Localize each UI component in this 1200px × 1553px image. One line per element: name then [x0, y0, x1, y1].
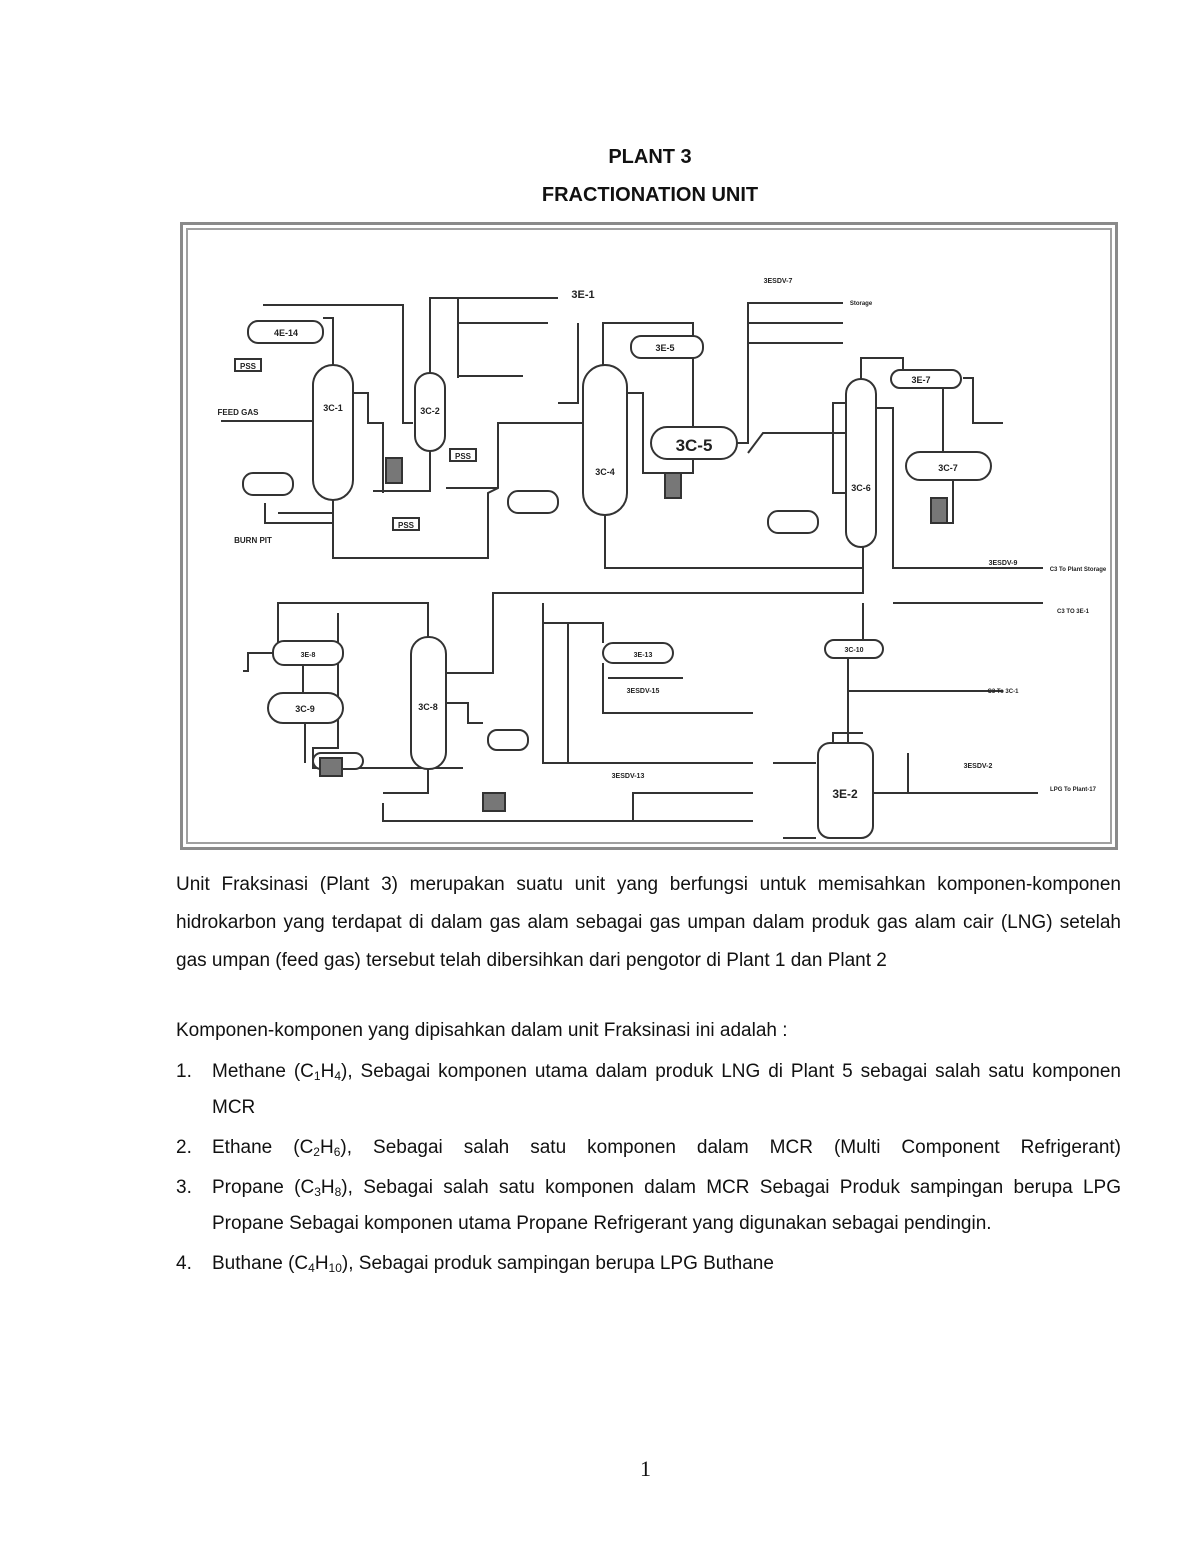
- label-feed-gas: FEED GAS: [218, 408, 260, 417]
- label-3esdv-7: 3ESDV-7: [764, 278, 793, 285]
- process-flow-diagram: 3C-1 3C-2 3C-4 3C-5 3C-6 3C-7 3C-8 3C-9 …: [180, 222, 1118, 850]
- item-text: ), Sebagai produk sampingan berupa LPG B…: [341, 1253, 774, 1274]
- label-c3-to-3c-1: C3 To 3C-1: [988, 689, 1020, 695]
- pumps: [319, 457, 948, 812]
- list-item-propane: 3. Propane (C3H8), Sebagai salah satu kom…: [176, 1170, 1121, 1242]
- label-3esdv-9: 3ESDV-9: [989, 560, 1018, 567]
- item-text: Buthane (C: [212, 1253, 309, 1274]
- item-text: H: [320, 1061, 335, 1082]
- label-4e-14: 4E-14: [274, 328, 298, 338]
- page-number: 1: [640, 1456, 651, 1481]
- label-3c-10: 3C-10: [844, 647, 863, 654]
- label-3c-4: 3C-4: [595, 467, 615, 477]
- label-3esdv-2: 3ESDV-2: [964, 763, 993, 770]
- label-c3-to-storage: C3 To Plant Storage: [1050, 567, 1107, 573]
- label-3c-2: 3C-2: [420, 406, 440, 416]
- label-3e-1: 3E-1: [571, 289, 594, 301]
- item-text: ), Sebagai salah satu komponen dalam MCR…: [340, 1137, 1121, 1158]
- label-3e-8: 3E-8: [301, 652, 316, 659]
- subscript: 2: [313, 1145, 320, 1159]
- label-3c-9: 3C-9: [295, 704, 315, 714]
- item-text: H: [314, 1253, 329, 1274]
- label-3c-6: 3C-6: [851, 483, 871, 493]
- label-3e-13: 3E-13: [634, 652, 653, 659]
- label-lpg-to-plant-17: LPG To Plant-17: [1050, 787, 1097, 793]
- item-number: 1.: [176, 1061, 192, 1082]
- label-3c-8: 3C-8: [418, 702, 438, 712]
- subscript: 8: [334, 1185, 342, 1199]
- label-3e-7: 3E-7: [911, 375, 930, 385]
- item-number: 4.: [176, 1253, 192, 1274]
- label-3c-7: 3C-7: [938, 463, 958, 473]
- component-list: 1.Methane (C1H4), Sebagai komponen utama…: [176, 1054, 1121, 1286]
- item-text: H: [319, 1137, 334, 1158]
- label-c3-to-3e-1: C3 TO 3E-1: [1057, 609, 1090, 615]
- label-storage: Storage: [850, 301, 873, 307]
- list-item-ethane: 2. Ethane (C2H6), Sebagai salah satu komp…: [176, 1130, 1121, 1166]
- label-3e-5: 3E-5: [655, 343, 674, 353]
- item-number: 2.: [176, 1137, 192, 1158]
- vessels: [242, 320, 992, 839]
- list-item-methane: 1. Methane (C1H4), Sebagai komponen utama…: [176, 1054, 1121, 1126]
- label-3c-1: 3C-1: [323, 403, 343, 413]
- label-pss: PSS: [398, 521, 415, 530]
- label-3esdv-13: 3ESDV-13: [612, 773, 645, 780]
- item-text: Ethane (C: [212, 1137, 314, 1158]
- list-item-buthane: 4. Buthane (C4H10), Sebagai produk sampin…: [176, 1246, 1121, 1282]
- subscript: 1: [313, 1069, 321, 1083]
- diagram-svg: 3C-1 3C-2 3C-4 3C-5 3C-6 3C-7 3C-8 3C-9 …: [218, 278, 1107, 839]
- subscript: 3: [314, 1185, 321, 1199]
- item-text: H: [320, 1177, 335, 1198]
- intro-paragraph: Unit Fraksinasi (Plant 3) merupakan suat…: [176, 874, 1121, 971]
- label-3e-2: 3E-2: [832, 787, 858, 801]
- subscript: 4: [308, 1261, 315, 1275]
- page-subtitle: FRACTIONATION UNIT: [541, 184, 759, 206]
- item-text: Propane (C: [212, 1177, 315, 1198]
- pipes: [221, 297, 1043, 839]
- label-3c-5: 3C-5: [676, 436, 713, 455]
- item-number: 3.: [176, 1177, 192, 1198]
- item-text: Methane (C: [212, 1061, 314, 1082]
- label-pss: PSS: [240, 362, 257, 371]
- item-text: ), Sebagai komponen utama dalam produk L…: [212, 1061, 1121, 1118]
- components-intro: Komponen-komponen yang dipisahkan dalam …: [176, 1020, 788, 1041]
- item-text: ), Sebagai salah satu komponen dalam MCR…: [212, 1177, 1121, 1234]
- subscript: 10: [328, 1261, 342, 1275]
- subscript: 6: [333, 1145, 341, 1159]
- label-burn-pit: BURN PIT: [234, 536, 272, 545]
- subscript: 4: [334, 1069, 342, 1083]
- label-pss: PSS: [455, 452, 472, 461]
- page-title: PLANT 3: [608, 146, 692, 168]
- label-3esdv-15: 3ESDV-15: [627, 688, 660, 695]
